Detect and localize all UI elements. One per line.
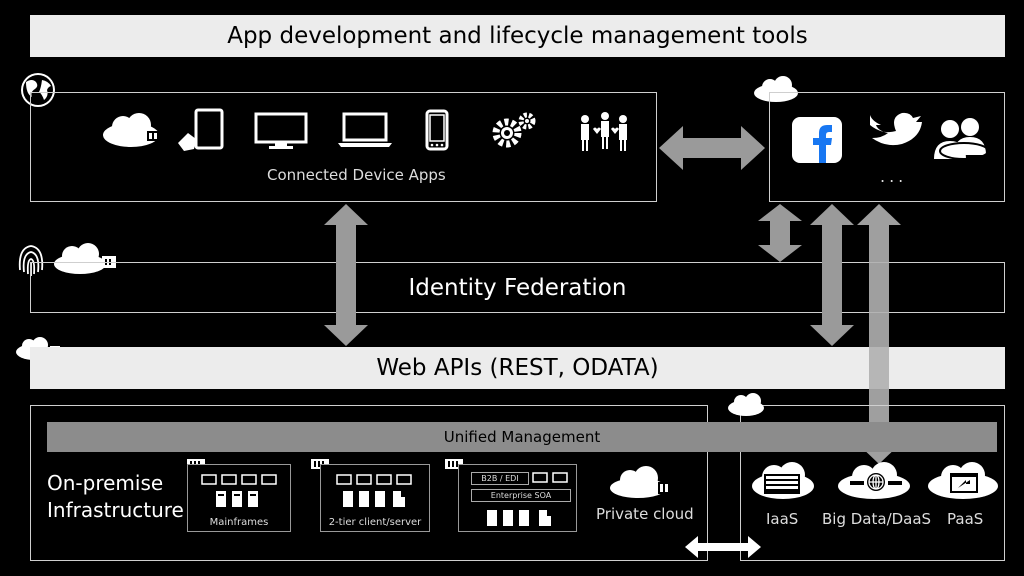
paas-label: PaaS	[947, 510, 984, 528]
chat-people-icon[interactable]	[930, 115, 992, 163]
server-rack-icon	[335, 473, 417, 509]
enterprise-soa-box: Enterprise SOA	[471, 489, 571, 502]
facebook-icon[interactable]	[792, 117, 842, 163]
server-rack-icon	[200, 473, 280, 509]
server-icon	[444, 458, 464, 470]
iaas-icon	[750, 462, 816, 500]
server-rack-icon	[485, 509, 557, 527]
header-bar: App development and lifecycle management…	[30, 15, 1005, 57]
cloud-icon	[52, 242, 122, 276]
phone-icon	[425, 109, 449, 151]
more-services: ...	[880, 167, 908, 186]
page-title: App development and lifecycle management…	[227, 23, 808, 49]
web-apis-label: Web APIs (REST, ODATA)	[376, 355, 659, 381]
b2b-soa-panel: B2B / EDI Enterprise SOA	[458, 464, 577, 532]
social-services-box: ...	[769, 92, 1005, 202]
mainframes-panel: Mainframes	[187, 464, 291, 532]
client-server-panel: 2-tier client/server	[320, 464, 430, 532]
globe-icon	[16, 70, 62, 110]
enterprise-soa-label: Enterprise SOA	[490, 491, 552, 500]
social-identity-arrow	[757, 203, 803, 263]
web-apis-bar: Web APIs (REST, ODATA)	[30, 347, 1005, 389]
mainframes-label: Mainframes	[209, 517, 269, 528]
bigdata-label: Big Data/DaaS	[822, 510, 932, 528]
devices-social-arrow	[657, 124, 767, 172]
cloud-icon	[101, 113, 163, 149]
twitter-icon[interactable]	[866, 111, 926, 151]
b2b-edi-box: B2B / EDI	[471, 472, 529, 485]
cloud-services-box	[740, 405, 1005, 561]
cloud-icon	[752, 75, 802, 103]
on-premise-label: On-premise Infrastructure	[47, 470, 184, 524]
devices-webapi-arrow	[323, 203, 369, 347]
private-cloud-label: Private cloud	[596, 505, 694, 523]
on-premise-box	[30, 405, 708, 561]
iaas-label: IaaS	[766, 510, 799, 528]
private-cloud-icon	[608, 466, 678, 500]
paas-icon	[926, 462, 1000, 500]
identity-federation-label: Identity Federation	[408, 274, 627, 301]
unified-management-label: Unified Management	[443, 428, 601, 446]
on-premise-line2: Infrastructure	[47, 498, 184, 522]
gears-icon	[487, 109, 539, 149]
b2b-edi-label: B2B / EDI	[481, 474, 519, 483]
on-premise-line1: On-premise	[47, 471, 164, 495]
connected-devices-box: Connected Device Apps	[30, 92, 657, 202]
hybrid-arrow	[684, 535, 762, 559]
laptop-icon	[336, 111, 394, 149]
cloud-icon	[726, 392, 770, 418]
social-bigdata-arrow	[855, 203, 903, 465]
identity-federation-box: Identity Federation	[30, 262, 1005, 313]
client-server-label: 2-tier client/server	[328, 517, 422, 528]
bigdata-icon	[836, 462, 912, 500]
tablet-icon	[176, 107, 226, 153]
social-webapi-arrow	[809, 203, 855, 347]
monitors-icon	[531, 472, 571, 484]
devices-caption: Connected Device Apps	[267, 166, 446, 184]
unified-management-bar: Unified Management	[47, 422, 997, 452]
people-icon	[575, 107, 635, 153]
monitor-icon	[253, 111, 309, 151]
